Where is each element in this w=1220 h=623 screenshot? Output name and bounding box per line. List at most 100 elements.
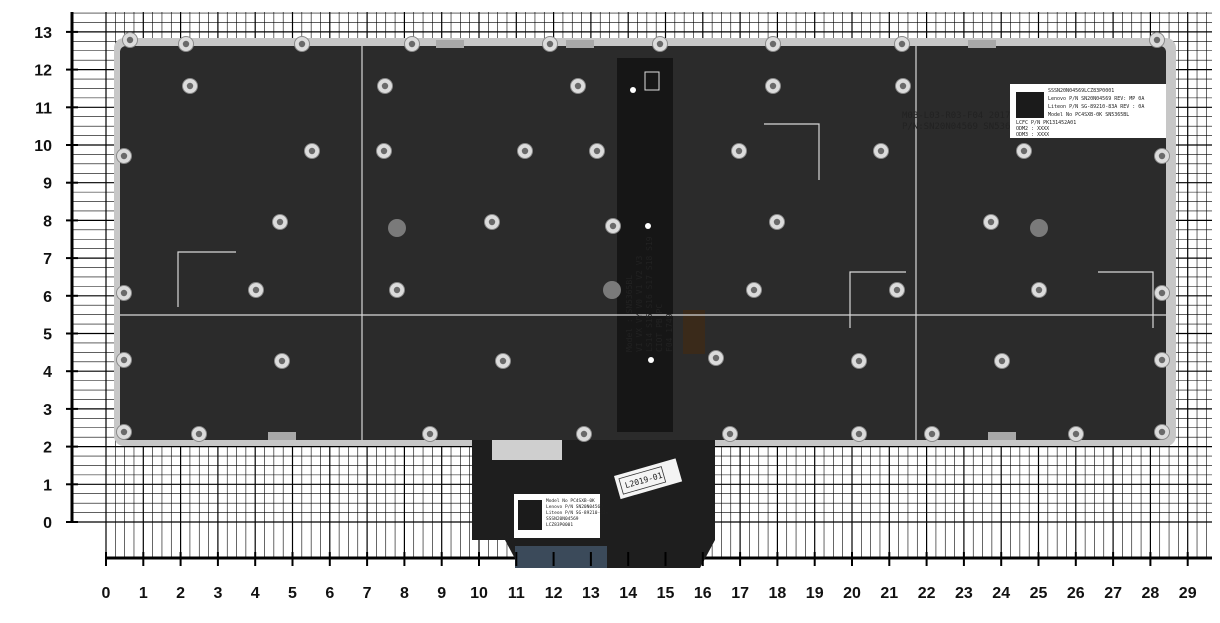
x-tick-label: 1 — [139, 585, 148, 602]
label-tail-line5: LCZ83P0001 — [546, 522, 573, 528]
screw-center — [1153, 36, 1161, 44]
screw-center — [278, 357, 286, 365]
screw-center — [120, 356, 128, 364]
screw-center — [393, 286, 401, 294]
screw-center — [1158, 428, 1166, 436]
screw-center — [712, 354, 720, 362]
screw-center — [877, 147, 885, 155]
x-tick-label: 9 — [437, 585, 446, 602]
tilted-tag: L2019-01 — [614, 458, 683, 500]
x-tick-label: 3 — [213, 585, 222, 602]
screw-center — [408, 40, 416, 48]
screw-center — [987, 218, 995, 226]
label-right-line3: Liteon P/N SG-89210-83A REV : 0A — [1048, 104, 1144, 110]
screw-center — [499, 357, 507, 365]
y-tick-label: 10 — [34, 138, 52, 155]
screw-center — [120, 152, 128, 160]
y-tick-label: 1 — [43, 477, 52, 494]
part-stamp-line2: P/N:SN20N04569 SN5365BL A HCD — [902, 122, 1059, 132]
screw-center — [898, 40, 906, 48]
x-tick-label: 20 — [843, 585, 861, 602]
ribbon-model: Model : SN5365BL — [625, 275, 634, 352]
x-tick-label: 19 — [806, 585, 824, 602]
x-tick-label: 15 — [657, 585, 675, 602]
part-stamp-line1: M03-L03-R03-F04 20171216 — [902, 111, 1032, 121]
screw-center — [750, 286, 758, 294]
y-tick-label: 13 — [34, 25, 52, 42]
screw-center — [855, 430, 863, 438]
label-right-line2: Lenovo P/N SN20N04569 REV: MP 0A — [1048, 96, 1144, 102]
y-tick-label: 0 — [43, 515, 52, 532]
screw-center — [609, 222, 617, 230]
y-tick-label: 6 — [43, 289, 52, 306]
screw-center — [769, 82, 777, 90]
mounting-pad — [603, 281, 621, 299]
screw-center — [298, 40, 306, 48]
x-tick-label: 7 — [363, 585, 372, 602]
screw-center — [928, 430, 936, 438]
screw-center — [899, 82, 907, 90]
label-right-line5: LCFC P/N PK131452A01 — [1016, 120, 1076, 126]
screw-center — [380, 147, 388, 155]
y-tick-label: 7 — [43, 251, 52, 268]
x-tick-label: 25 — [1030, 585, 1048, 602]
x-tick-label: 28 — [1142, 585, 1160, 602]
label-tail-line1: Model No PC4SXB-0K — [546, 498, 595, 504]
x-tick-label: 13 — [582, 585, 600, 602]
x-tick-label: 8 — [400, 585, 409, 602]
ribbon-text: Model : SN5365BL VI VX VY V0 V1 V2 V3 LS… — [625, 236, 674, 352]
x-tick-label: 16 — [694, 585, 712, 602]
screw-center — [769, 40, 777, 48]
x-tick-label: 29 — [1179, 585, 1197, 602]
ribbon-dot — [648, 357, 654, 363]
ribbon-dot — [645, 223, 651, 229]
part-stamp: M03-L03-R03-F04 20171216 P/N:SN20N04569 … — [902, 111, 1059, 132]
screw-center — [735, 147, 743, 155]
screw-center — [186, 82, 194, 90]
y-tick-label: 11 — [35, 100, 52, 117]
screw-center — [1158, 152, 1166, 160]
screw-center — [1020, 147, 1028, 155]
screw-center — [521, 147, 529, 155]
screw-center — [252, 286, 260, 294]
screw-center — [574, 82, 582, 90]
screw-center — [546, 40, 554, 48]
x-tick-label: 10 — [470, 585, 488, 602]
screw-center — [580, 430, 588, 438]
x-tick-label: 14 — [619, 585, 637, 602]
screw-center — [381, 82, 389, 90]
y-tick-label: 9 — [43, 176, 52, 193]
x-tick-label: 6 — [325, 585, 334, 602]
x-tick-label: 21 — [880, 585, 898, 602]
x-tick-label: 26 — [1067, 585, 1085, 602]
x-tick-label: 18 — [769, 585, 787, 602]
screw-center — [120, 428, 128, 436]
ribbon-line2: VI VX VY V0 V1 V2 V3 — [635, 255, 644, 352]
y-tick-label: 3 — [43, 402, 52, 419]
mounting-pad — [1030, 219, 1048, 237]
x-tick-label: 23 — [955, 585, 973, 602]
ribbon-line5: F04 1749 — [665, 313, 674, 352]
screw-center — [893, 286, 901, 294]
label-tail-line3: Liteon P/N SG-89210-83A — [546, 510, 609, 516]
screw-center — [488, 218, 496, 226]
x-tick-label: 2 — [176, 585, 185, 602]
screw-center — [308, 147, 316, 155]
label-tail-line2: Lenovo P/N SN20N04569 — [546, 504, 603, 510]
screw-center — [773, 218, 781, 226]
screw-center — [195, 430, 203, 438]
y-tick-label: 5 — [43, 327, 52, 344]
y-tick-label: 4 — [43, 364, 52, 381]
screw-center — [1035, 286, 1043, 294]
label-right: SSSN20N04569LCZ83P0001 Lenovo P/N SN20N0… — [1010, 84, 1166, 138]
screw-center — [1158, 356, 1166, 364]
screw-center — [426, 430, 434, 438]
screw-center — [276, 218, 284, 226]
x-tick-label: 24 — [992, 585, 1010, 602]
y-tick-label: 12 — [34, 63, 52, 80]
y-tick-label: 2 — [43, 440, 52, 457]
screw-center — [120, 289, 128, 297]
